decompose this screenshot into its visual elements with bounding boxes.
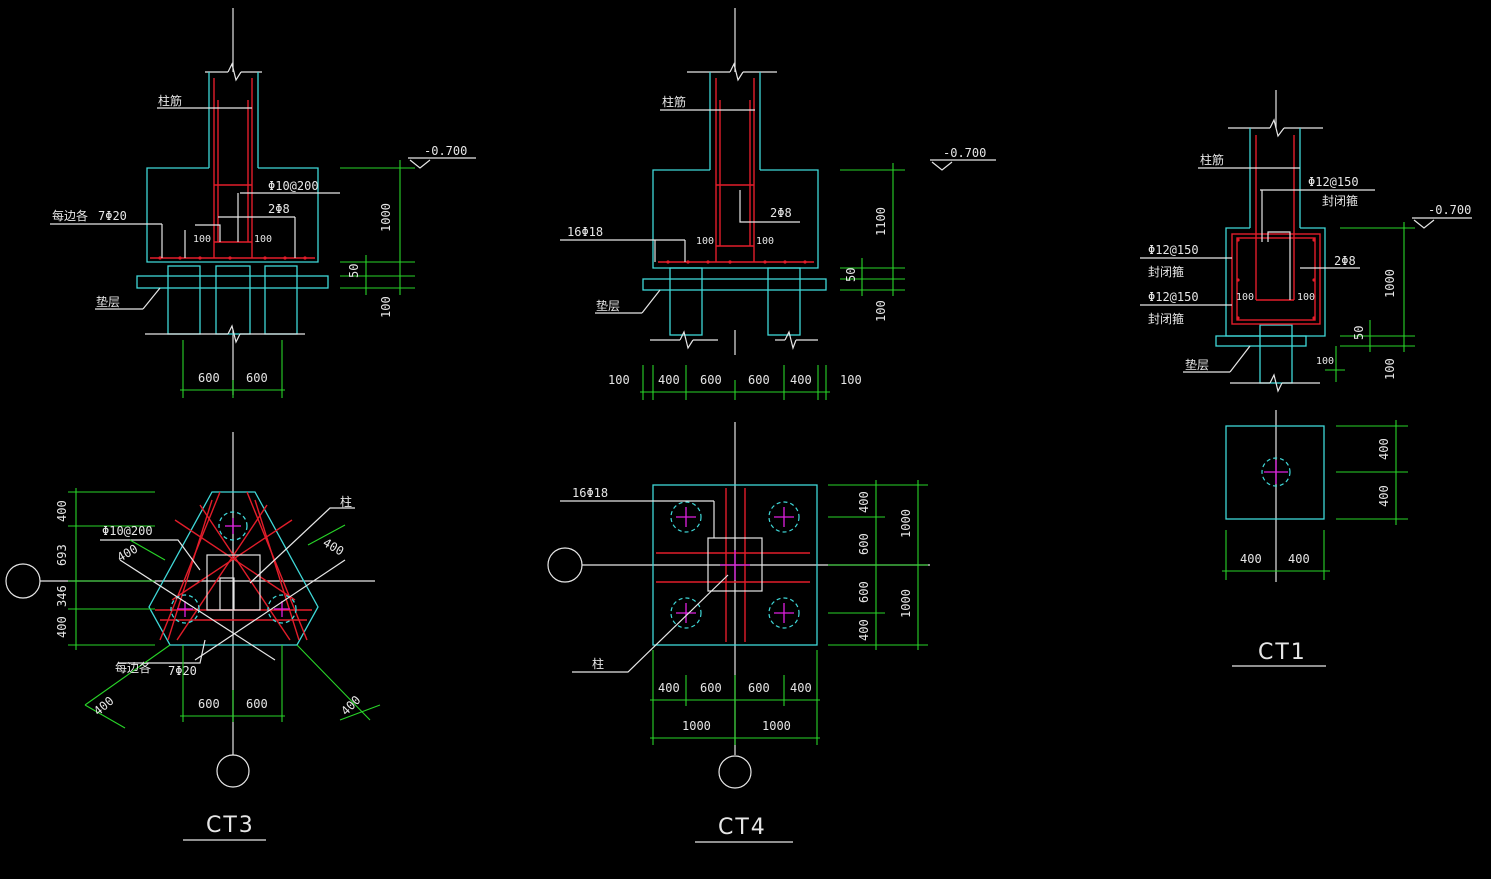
ct4-s600-left: 600	[700, 373, 722, 387]
ct4-section: 柱筋 2Φ8 16Φ18 100 100 垫层 -0.700 1100 50 1…	[560, 8, 996, 400]
ct4-plan-h1000a: 1000	[682, 719, 711, 733]
ct4-plan-v1000b: 1000	[899, 589, 913, 618]
ct4-bars16-label: 16Φ18	[567, 225, 603, 239]
ct3-plan-400-dr: 400	[338, 693, 363, 718]
ct4-s600-right: 600	[748, 373, 770, 387]
ct1-cushion-label: 垫层	[1185, 357, 1209, 372]
ct1-plan-v400a: 400	[1377, 438, 1391, 460]
ct1-plan-h400b: 400	[1288, 552, 1310, 566]
ct3-dim-100b: 100	[254, 234, 272, 245]
ct3-dim-100a: 100	[193, 234, 211, 245]
ct3-plan-346: 346	[55, 585, 69, 607]
ct1-ring-stirrup-top: 封闭箍	[1322, 193, 1358, 208]
ct3-plan-693: 693	[55, 544, 69, 566]
ct4-plan-v600a: 600	[857, 533, 871, 555]
ct4-plan: 16Φ18 柱 400 600 600 400 1000 1000 400 60…	[547, 422, 930, 843]
ct3-elevation: -0.700	[424, 144, 467, 158]
ct3-side-bars-label: 7Φ20	[98, 209, 127, 223]
ct4-cushion-label: 垫层	[596, 298, 620, 313]
ct3-cushion-label: 垫层	[96, 294, 120, 309]
ct1-column-bars-label: 柱筋	[1200, 152, 1224, 167]
ct4-plan-h400b: 400	[790, 681, 812, 695]
ct4-elevation: -0.700	[943, 146, 986, 160]
ct1-h1000: 1000	[1383, 269, 1397, 298]
ct4-plan-v600b: 600	[857, 581, 871, 603]
ct3-plan-600b: 600	[246, 697, 268, 711]
ct3-plan-400-bot: 400	[55, 616, 69, 638]
ct4-dim-100a: 100	[696, 236, 714, 247]
ct3-title: CT3	[206, 813, 255, 838]
ct4-pile-1	[670, 501, 702, 533]
ct1-dim-100b: 100	[1297, 292, 1315, 303]
ct4-plan-v1000a: 1000	[899, 509, 913, 538]
ct1-h100: 100	[1383, 358, 1397, 380]
ct4-s400-left: 400	[658, 373, 680, 387]
ct4-plan-bars: 16Φ18	[572, 486, 608, 500]
ct4-h1100: 1100	[874, 207, 888, 236]
ct3-column-bars-label: 柱筋	[158, 93, 182, 108]
ct3-h50: 50	[347, 264, 361, 278]
ct4-s100-right: 100	[840, 373, 862, 387]
ct1-dim-100c: 100	[1316, 356, 1334, 367]
ct3-each-side-label: 每边各	[52, 208, 88, 223]
ct4-pile-4	[768, 597, 800, 629]
ct1-bars2: 2Φ8	[1334, 254, 1356, 268]
ct1-plan-h400a: 400	[1240, 552, 1262, 566]
ct4-pile-3	[670, 597, 702, 629]
ct1-stirrup-top: Φ12@150	[1308, 175, 1359, 189]
ct3-plan-400-dl: 400	[91, 694, 117, 719]
ct1-elevation: -0.700	[1428, 203, 1471, 217]
ct1-stirrup-a: Φ12@150	[1148, 243, 1199, 257]
ct1-ring-stirrup-a: 封闭箍	[1148, 264, 1184, 279]
ct3-section: 柱筋 Φ10@200 2Φ8 每边各 7Φ20 100 100 垫层 -0.70…	[50, 8, 476, 398]
ct4-plan-h1000b: 1000	[762, 719, 791, 733]
ct3-plan-each-side: 每边各	[115, 660, 151, 675]
ct3-plan-side-bars: 7Φ20	[168, 664, 197, 678]
ct4-s100-left: 100	[608, 373, 630, 387]
ct3-plan-600a: 600	[198, 697, 220, 711]
ct3-plan-column-label: 柱	[340, 494, 352, 509]
ct1-dim-100a: 100	[1236, 292, 1254, 303]
ct4-title: CT4	[718, 815, 767, 840]
ct3-h1000: 1000	[379, 203, 393, 232]
ct1-h50: 50	[1352, 326, 1366, 340]
ct4-plan-column-label: 柱	[592, 656, 604, 671]
ct4-s400-right: 400	[790, 373, 812, 387]
ct4-h100: 100	[874, 300, 888, 322]
ct3-w600b: 600	[246, 371, 268, 385]
ct4-plan-v400a: 400	[857, 491, 871, 513]
ct1-stirrup-b: Φ12@150	[1148, 290, 1199, 304]
ct3-stirrup-label: Φ10@200	[268, 179, 319, 193]
ct3-h100: 100	[379, 296, 393, 318]
ct4-dim-100b: 100	[756, 236, 774, 247]
ct1-pile	[1261, 457, 1291, 487]
ct4-plan-h400a: 400	[658, 681, 680, 695]
ct4-bars2-label: 2Φ8	[770, 206, 792, 220]
ct4-pile-2	[768, 501, 800, 533]
ct1-plan-v400b: 400	[1377, 485, 1391, 507]
ct3-plan-400-ur: 400	[321, 535, 347, 558]
ct1-section: 柱筋 Φ12@150 封闭箍 Φ12@150 封闭箍 Φ12@150 封闭箍 2…	[1140, 90, 1472, 393]
ct4-plan-h600b: 600	[748, 681, 770, 695]
ct3-axis-bubble-bottom	[216, 754, 250, 788]
ct3-w600a: 600	[198, 371, 220, 385]
ct3-plan-400-ul: 400	[115, 542, 141, 565]
ct1-ring-stirrup-b: 封闭箍	[1148, 311, 1184, 326]
ct4-h50: 50	[844, 268, 858, 282]
ct4-plan-v400b: 400	[857, 619, 871, 641]
ct4-axis-bubble-bottom	[718, 755, 752, 789]
ct3-plan-stirrup: Φ10@200	[102, 524, 153, 538]
ct3-bars2-label: 2Φ8	[268, 202, 290, 216]
ct3-plan: 400 693 346 400 Φ10@200 400 400 柱 每边各 7Φ…	[5, 432, 381, 841]
ct4-axis-bubble-left	[547, 547, 583, 583]
ct3-plan-400-top: 400	[55, 500, 69, 522]
ct1-plan: 400 400 400 400 CT1	[1222, 410, 1408, 667]
ct1-title: CT1	[1258, 640, 1307, 665]
ct4-plan-h600a: 600	[700, 681, 722, 695]
ct3-axis-bubble-left	[5, 563, 41, 599]
ct4-column-bars-label: 柱筋	[662, 94, 686, 109]
